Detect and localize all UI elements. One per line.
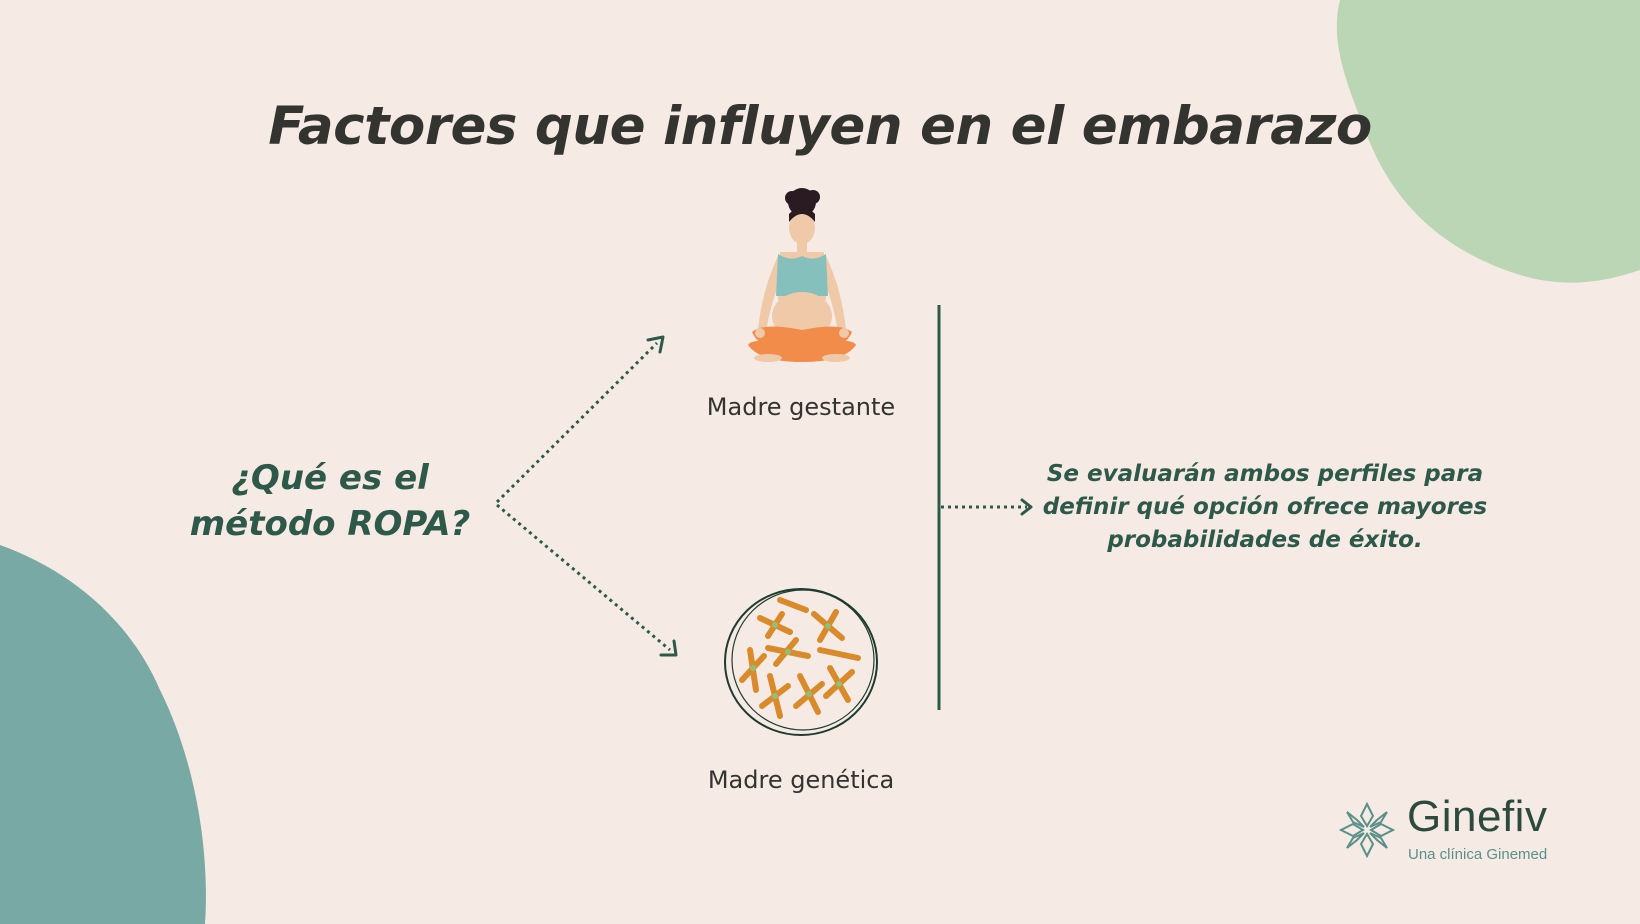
branch-label-genetica: Madre genética [707,766,895,794]
arrow-to-gestante [495,335,665,504]
branch-label-gestante: Madre gestante [706,393,896,421]
page-title: Factores que influyen en el embarazo [268,96,1372,157]
arrow-to-conclusion [941,498,1033,516]
logo-name: Ginefiv [1407,792,1548,841]
logo-tagline: Una clínica Ginemed [1408,846,1548,863]
arrow-to-genetica [496,503,678,657]
conclusion-text: Se evaluarán ambos perfiles para definir… [1042,461,1488,553]
chromosomes-cell-icon [724,588,878,736]
ginefiv-flower-logo-icon [1338,801,1396,859]
pregnant-woman-icon [748,188,856,362]
question-text: ¿Qué es el método ROPA? [189,458,471,544]
